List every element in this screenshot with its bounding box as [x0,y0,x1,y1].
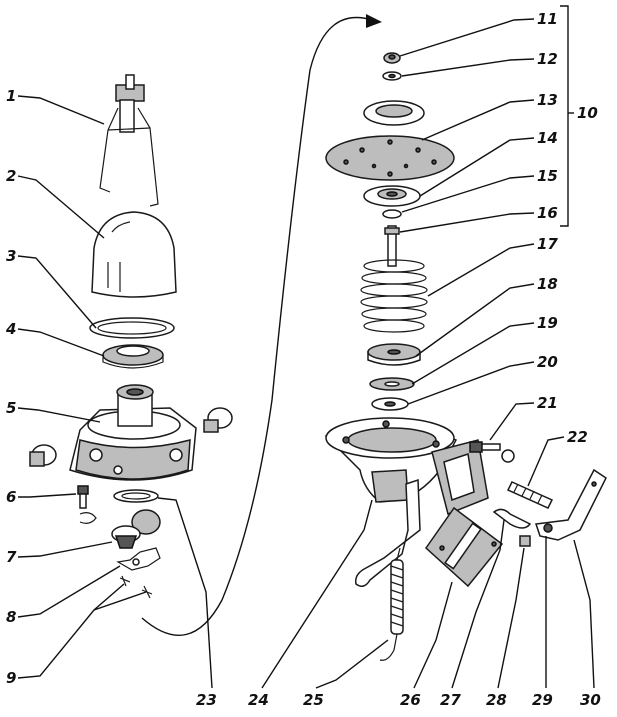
inlet-fitting [29,444,57,467]
part-11-nut [383,52,401,64]
callout-25: 25 [303,691,324,709]
callout-15: 15 [537,167,558,185]
callout-27: 27 [440,691,461,709]
callout-numbers: 1 2 3 4 5 6 7 8 9 10 11 12 13 14 15 16 1… [5,10,601,709]
callout-3: 3 [6,247,16,265]
part-4-filter-screen [102,344,164,369]
part-2-glass-bowl [91,211,177,298]
pull-rod [384,225,400,267]
callout-11: 11 [537,10,558,28]
callout-13: 13 [537,91,558,109]
callout-17: 17 [537,235,558,253]
part-17-spring [360,259,428,333]
callout-21: 21 [537,394,558,412]
part-8-retainer [116,547,161,571]
part-24-lower-body [324,417,458,503]
callout-7: 7 [6,548,17,566]
part-5-upper-body [69,384,197,481]
part-7-valve [111,509,161,549]
callout-1: 1 [6,87,16,105]
part-26-mounting-plate [425,506,504,588]
part-19-seal [369,377,415,391]
part-21-screw [469,441,515,463]
callout-4: 4 [5,320,16,338]
callout-30: 30 [580,691,601,709]
part-22-rocker-spring [506,481,554,509]
part-12-washer [382,71,402,81]
part-30-priming-lever [534,468,607,541]
part-28-nut [519,535,531,547]
callout-9: 9 [6,669,16,687]
callout-20: 20 [537,353,558,371]
callout-18: 18 [537,275,558,293]
callout-6: 6 [6,488,16,506]
callout-5: 5 [6,399,16,417]
part-1-wire-clamp [99,74,159,207]
callout-19: 19 [537,314,558,332]
part-16-washer [382,209,402,219]
part-25-return-spring [379,547,404,661]
callout-2: 2 [6,167,16,185]
part-3-bowl-gasket [89,317,175,339]
leader-lines [17,5,595,689]
part-23-gasket [113,489,159,503]
callout-29: 29 [532,691,553,709]
part-13-upper-plate [363,100,425,126]
callout-23: 23 [196,691,217,709]
part-14-diaphragm [325,135,455,181]
callout-16: 16 [537,204,558,222]
part-20-seal-washer [371,397,409,411]
callout-22: 22 [567,428,588,446]
callout-10: 10 [577,104,598,122]
part-6-screw [77,485,97,524]
part-26-flange-gasket [431,439,489,516]
outlet-fitting [203,407,233,433]
part-15-lower-plate [363,185,421,207]
part-27-link [492,508,532,529]
callout-12: 12 [537,50,558,68]
callout-24: 24 [248,691,269,709]
callout-8: 8 [6,608,16,626]
part-18-retainer [367,343,421,366]
rocker-arm [354,478,421,587]
callout-14: 14 [537,129,558,147]
callout-28: 28 [486,691,507,709]
callout-26: 26 [400,691,421,709]
assembly-arrow [141,14,382,636]
part-9-screws [119,575,153,599]
